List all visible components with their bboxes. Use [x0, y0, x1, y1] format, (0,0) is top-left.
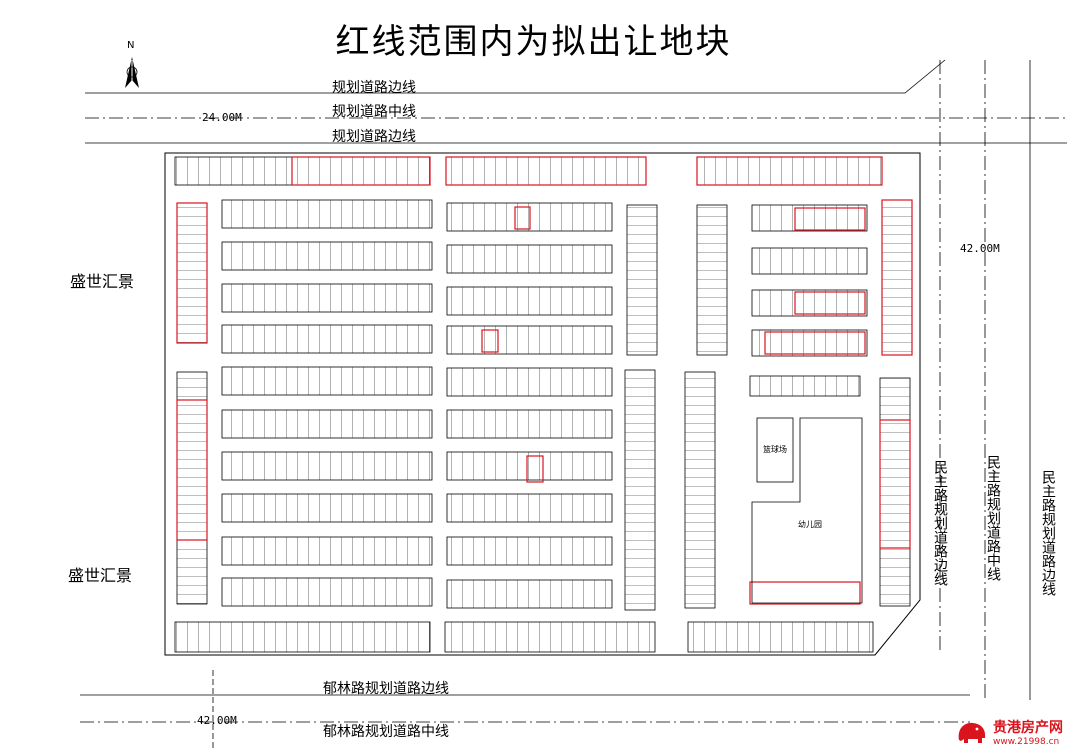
shop-row-south-1	[174, 621, 431, 653]
house-row-b-8	[446, 493, 613, 523]
south-road-edge-label: 郁林路规划道路边线	[323, 681, 449, 697]
redline-west-1	[176, 202, 208, 344]
house-row-c-2	[751, 247, 868, 275]
shop-row-south-2	[444, 621, 656, 653]
redline-c-1	[794, 207, 866, 231]
house-column-east-2	[879, 377, 911, 607]
east-road-edge-label: 民主路规划道路边线	[932, 460, 948, 586]
watermark: 贵港房产网 www.21998.cn	[955, 717, 1063, 747]
redline-east-1	[881, 199, 913, 356]
redline-north-2	[445, 156, 647, 186]
neighbor-label-top: 盛世汇景	[70, 272, 135, 291]
house-row-b-7	[446, 451, 613, 481]
house-column-mid-1	[626, 204, 658, 356]
house-row-b-4	[446, 325, 613, 355]
house-row-a-8	[221, 493, 433, 523]
north-width-label: 24.00M	[202, 111, 242, 124]
house-row-a-4	[221, 324, 433, 354]
house-column-mid-3	[696, 204, 728, 356]
redline-b-2	[481, 329, 499, 353]
basketball-court-label: 篮球场	[763, 445, 787, 454]
house-row-c-4	[751, 329, 868, 357]
facility-row	[749, 375, 861, 397]
redline-west-2	[176, 399, 208, 541]
redline-north-1	[291, 156, 431, 186]
house-row-a-5	[221, 366, 433, 396]
north-road-edge-label: 规划道路边线	[332, 80, 416, 96]
house-row-a-10	[221, 577, 433, 607]
shop-row-south-3	[687, 621, 874, 653]
east-road-edge2-label: 民主路规划道路边线	[1040, 470, 1056, 596]
page-title: 红线范围内为拟出让地块	[335, 22, 732, 62]
house-row-b-6	[446, 409, 613, 439]
house-row-c-1	[751, 204, 868, 232]
redline-east-2	[879, 419, 911, 549]
north-road-edge2-label: 规划道路边线	[332, 129, 416, 145]
house-row-a-6	[221, 409, 433, 439]
redline-b-1	[514, 206, 531, 230]
house-column-west-1	[176, 202, 208, 344]
house-row-a-1	[221, 199, 433, 229]
house-column-mid-2	[624, 369, 656, 611]
house-row-b-10	[446, 579, 613, 609]
kindergarten-label: 幼儿园	[798, 520, 822, 529]
house-column-mid-4	[684, 371, 716, 609]
redline-c-2	[794, 291, 866, 315]
shop-row-north-2	[445, 156, 647, 186]
house-row-a-3	[221, 283, 433, 313]
house-row-b-5	[446, 367, 613, 397]
east-width-label: 42.00M	[960, 242, 1000, 255]
south-width-label: 42.00M	[197, 714, 237, 727]
watermark-url: www.21998.cn	[993, 737, 1060, 747]
house-row-b-2	[446, 244, 613, 274]
neighbor-label-bottom: 盛世汇景	[68, 566, 133, 585]
house-row-c-3	[751, 289, 868, 317]
north-arrow-icon	[125, 57, 139, 88]
house-row-a-9	[221, 536, 433, 566]
house-row-a-7	[221, 451, 433, 481]
redline-c-4	[749, 581, 861, 605]
house-row-a-2	[221, 241, 433, 271]
redline-c-3	[764, 331, 866, 355]
east-road-center-label: 民主路规划道路中线	[985, 455, 1001, 581]
compass-label: N	[127, 40, 135, 51]
house-row-b-3	[446, 286, 613, 316]
house-column-west-2	[176, 371, 208, 605]
house-row-b-9	[446, 536, 613, 566]
redline-b-3	[526, 455, 544, 483]
redline-north-3	[696, 156, 883, 186]
watermark-site: 贵港房产网	[993, 720, 1063, 736]
shop-row-north-3	[696, 156, 883, 186]
house-column-east-1	[881, 199, 913, 356]
south-road-center-label: 郁林路规划道路中线	[323, 724, 449, 740]
elephant-logo-icon	[958, 722, 986, 743]
shop-row-north-1	[174, 156, 431, 186]
north-road-center-label: 规划道路中线	[332, 104, 416, 120]
